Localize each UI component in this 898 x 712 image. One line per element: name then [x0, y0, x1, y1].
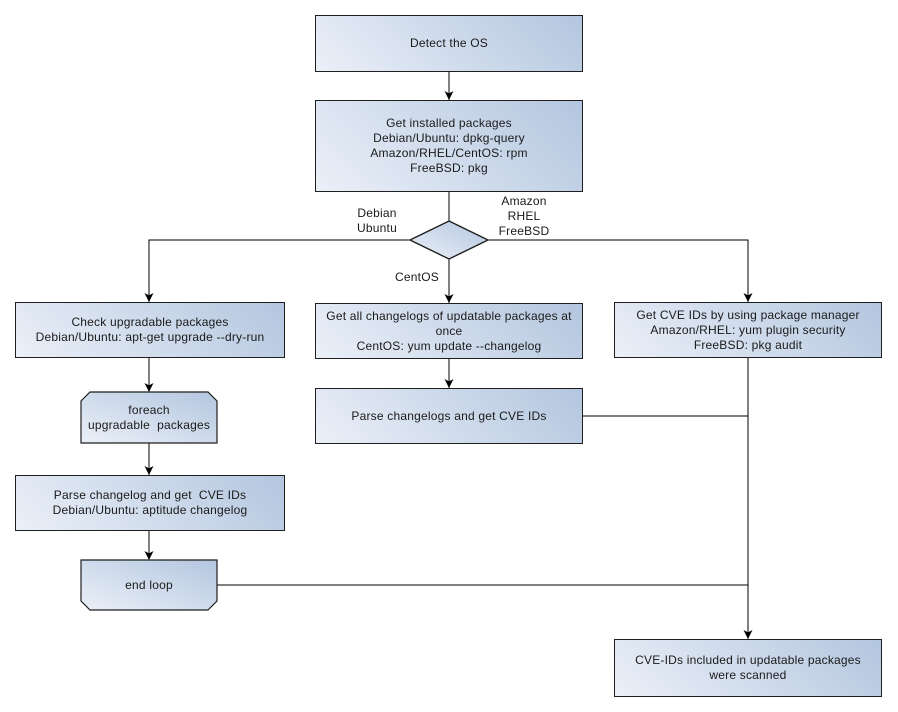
node-parse-changelog-debian: Parse changelog and get CVE IDs Debian/U…	[15, 475, 285, 531]
node-scanned-result: CVE-IDs included in updatable packages w…	[614, 639, 882, 697]
edge-decision-to-check	[144, 239, 410, 302]
node-get-cve-ids-pkg-manager: Get CVE IDs by using package manager Ama…	[614, 302, 882, 358]
end-loop-shape	[80, 559, 218, 611]
edge-label-debian-ubuntu: Debian Ubuntu	[357, 206, 397, 235]
edge-label-amazon-rhel-freebsd: Amazon RHEL FreeBSD	[498, 194, 550, 238]
node-get-all-changelogs: Get all changelogs of updatable packages…	[315, 303, 583, 359]
node-parse-changelogs-centos: Parse changelogs and get CVE IDs	[315, 388, 583, 444]
node-end-loop-label: end loop	[125, 577, 173, 592]
node-get-installed-packages: Get installed packages Debian/Ubuntu: dp…	[315, 100, 583, 192]
node-check-upgradable: Check upgradable packages Debian/Ubuntu:…	[15, 302, 285, 358]
node-foreach-loop-label: foreach upgradable packages	[87, 402, 211, 432]
node-detect-os: Detect the OS	[315, 15, 583, 72]
foreach-loop-shape	[80, 391, 218, 444]
os-decision-diamond	[408, 220, 490, 260]
edge-label-centos: CentOS	[395, 270, 439, 284]
edge-decision-to-getcve	[488, 239, 753, 302]
